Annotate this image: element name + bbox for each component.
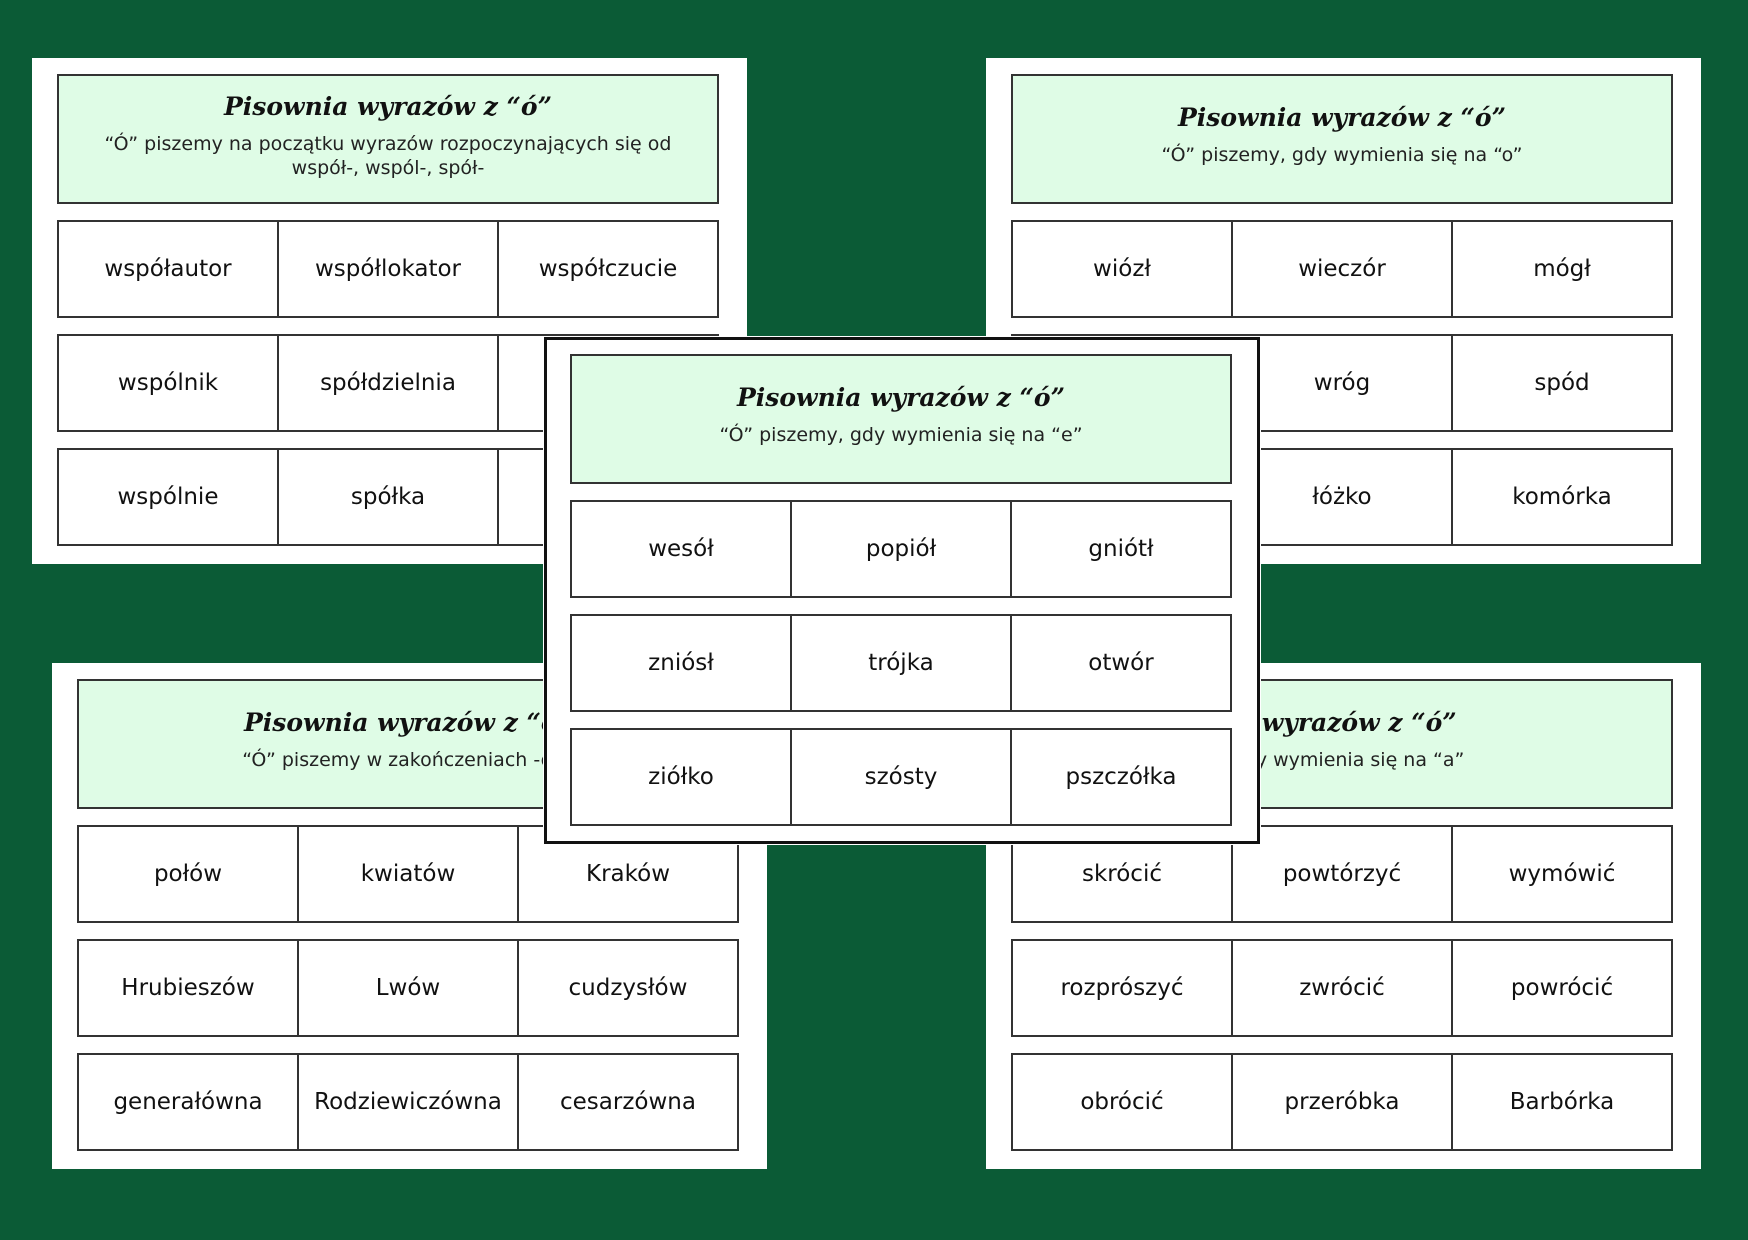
word-row: łóżko komórka xyxy=(1011,448,1673,546)
word-cell: przeróbka xyxy=(1233,1055,1453,1149)
word-cell: powtórzyć xyxy=(1233,827,1453,921)
word-cell: spółdzielnia xyxy=(279,336,499,430)
word-cell: spółka xyxy=(279,450,499,544)
word-row: wspólnik spółdzielnia xyxy=(57,334,719,432)
word-cell: gniótł xyxy=(1088,536,1154,562)
word-cell: wiózł xyxy=(1013,222,1233,316)
word-cell: rozprószyć xyxy=(1013,941,1233,1035)
word-cell: komórka xyxy=(1512,484,1612,510)
card-title: Pisownia wyrazów z “ó” xyxy=(244,708,572,737)
card-subtitle: “Ó” piszemy, gdy wymienia się na “e” xyxy=(719,424,1083,446)
card-subtitle: , gdy wymienia się na “a” xyxy=(1219,749,1465,771)
card-title: Pisownia wyrazów z “ó” xyxy=(1178,103,1506,132)
card-title: ia wyrazów z “ó” xyxy=(1227,708,1457,737)
card-subtitle: “Ó” piszemy w zakończeniach -ów, xyxy=(242,749,574,771)
word-cell: łóżko xyxy=(1233,450,1453,544)
word-cell: pszczółka xyxy=(1065,764,1177,790)
word-cell: współautor xyxy=(59,222,279,316)
word-cell: powrócić xyxy=(1510,975,1614,1001)
word-cell: trójka xyxy=(792,616,1012,710)
card-title: Pisownia wyrazów z “ó” xyxy=(737,383,1065,412)
card-top-left: Pisownia wyrazów z “ó” “Ó” piszemy na po… xyxy=(32,58,747,564)
word-cell: ziółko xyxy=(572,730,792,824)
word-cell: wymówić xyxy=(1508,861,1616,887)
word-cell: spód xyxy=(1534,370,1590,396)
word-row: współautor współlokator współczucie xyxy=(57,220,719,318)
word-cell: wspólnie xyxy=(59,450,279,544)
word-cell: popiół xyxy=(792,502,1012,596)
word-cell: połów xyxy=(79,827,299,921)
word-row: wspólnie spółka xyxy=(57,448,719,546)
card-header: Pisownia wyrazów z “ó” “Ó” piszemy, gdy … xyxy=(570,354,1232,484)
word-row: Hrubieszów Lwów cudzysłów xyxy=(77,939,739,1037)
word-cell: Rodziewiczówna xyxy=(299,1055,519,1149)
word-cell: współlokator xyxy=(279,222,499,316)
word-row: ziółko szósty pszczółka xyxy=(570,728,1232,826)
card-top-right: Pisownia wyrazów z “ó” “Ó” piszemy, gdy … xyxy=(986,58,1701,564)
word-cell: wspólnik xyxy=(59,336,279,430)
word-row: wesół popiół gniótł xyxy=(570,500,1232,598)
word-cell: Kraków xyxy=(585,861,670,887)
card-header: Pisownia wyrazów z “ó” “Ó” piszemy, gdy … xyxy=(1011,74,1673,204)
word-cell: generałówna xyxy=(79,1055,299,1149)
word-row: rozprószyć zwrócić powrócić xyxy=(1011,939,1673,1037)
word-cell: Barbórka xyxy=(1509,1089,1615,1115)
card-center: Pisownia wyrazów z “ó” “Ó” piszemy, gdy … xyxy=(544,337,1260,844)
card-title: Pisownia wyrazów z “ó” xyxy=(224,92,552,121)
word-cell: wróg xyxy=(1233,336,1453,430)
card-subtitle: “Ó” piszemy na początku wyrazów rozpoczy… xyxy=(104,133,672,179)
word-cell: współczucie xyxy=(538,256,678,282)
word-cell: szósty xyxy=(792,730,1012,824)
word-cell: zniósł xyxy=(572,616,792,710)
word-row: połów kwiatów Kraków xyxy=(77,825,739,923)
word-cell: kwiatów xyxy=(299,827,519,921)
word-row: zniósł trójka otwór xyxy=(570,614,1232,712)
word-cell: skrócić xyxy=(1013,827,1233,921)
word-cell: zwrócić xyxy=(1233,941,1453,1035)
word-row: skrócić powtórzyć wymówić xyxy=(1011,825,1673,923)
word-cell: obrócić xyxy=(1013,1055,1233,1149)
word-row: obrócić przeróbka Barbórka xyxy=(1011,1053,1673,1151)
word-cell: otwór xyxy=(1088,650,1154,676)
word-cell: Lwów xyxy=(299,941,519,1035)
word-cell: wieczór xyxy=(1233,222,1453,316)
word-row: wiózł wieczór mógł xyxy=(1011,220,1673,318)
word-cell: wesół xyxy=(572,502,792,596)
card-subtitle: “Ó” piszemy, gdy wymienia się na “o” xyxy=(1161,144,1523,166)
word-cell: mógł xyxy=(1533,256,1591,282)
word-cell: Hrubieszów xyxy=(79,941,299,1035)
word-cell: cudzysłów xyxy=(568,975,688,1001)
word-row: generałówna Rodziewiczówna cesarzówna xyxy=(77,1053,739,1151)
word-cell: cesarzówna xyxy=(560,1089,696,1115)
card-header: Pisownia wyrazów z “ó” “Ó” piszemy na po… xyxy=(57,74,719,204)
